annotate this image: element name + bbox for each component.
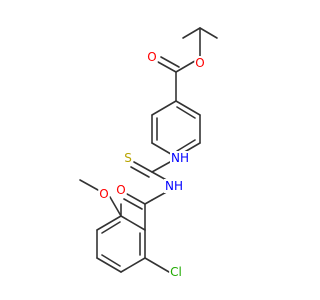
bond-amide-c-o-double-b [123, 198, 143, 210]
atom-s-thione: S [124, 151, 132, 165]
label-backdrop [170, 151, 190, 165]
bond-isopropyl-methyl-right [199, 27, 218, 39]
bond-c-s-double-b [130, 166, 150, 178]
bond-ring2-5 [120, 257, 146, 273]
atom-o-ester-ether: O [195, 56, 204, 70]
atom-nh-amide: NH [165, 179, 183, 193]
atom-nh-thiourea: NH [171, 151, 189, 165]
label-backdrop [194, 56, 206, 70]
atom-o-methoxy: O [99, 187, 108, 201]
structure-diagram: O O NH S NH O O Cl [79, 27, 218, 279]
bond-ester-c-o-double-a [157, 61, 177, 73]
bond-isopropyl-methyl-left [182, 27, 201, 39]
atom-cl: Cl [170, 265, 182, 279]
bond-ring1-inner-a [176, 106, 196, 119]
bond-methoxy-o-ring [109, 196, 122, 217]
bond-ring2-2 [96, 215, 122, 231]
bond-ring1-1 [175, 100, 201, 116]
label-backdrop [164, 179, 184, 193]
atom-o-amide-carbonyl: O [116, 183, 125, 197]
bond-methoxy-o-c [79, 179, 99, 191]
bond-ring2-cl [144, 257, 170, 273]
label-backdrop [115, 183, 127, 197]
bond-c-s-double-a [133, 161, 153, 173]
bond-ring2-inner-a [101, 221, 121, 234]
bond-ring2-4 [96, 257, 122, 273]
bond-ring1-inner-b [176, 139, 196, 152]
bond-ring2-1 [120, 215, 146, 231]
label-backdrop [98, 187, 110, 201]
bond-amide-c-o-double-a [126, 193, 146, 205]
bond-ester-c-o-double-b [160, 56, 180, 68]
label-backdrop [169, 265, 183, 279]
atom-o-ester-carbonyl: O [147, 50, 156, 64]
bond-nh-amide-c-2 [144, 199, 153, 205]
label-backdrop [146, 50, 158, 64]
label-backdrop [123, 151, 133, 165]
bond-nh-thio-c [151, 161, 171, 173]
bond-ring2-inner-b [101, 254, 121, 267]
molecule-svg: O O NH S NH O O Cl [79, 27, 218, 279]
bond-ring1-6 [151, 100, 177, 116]
